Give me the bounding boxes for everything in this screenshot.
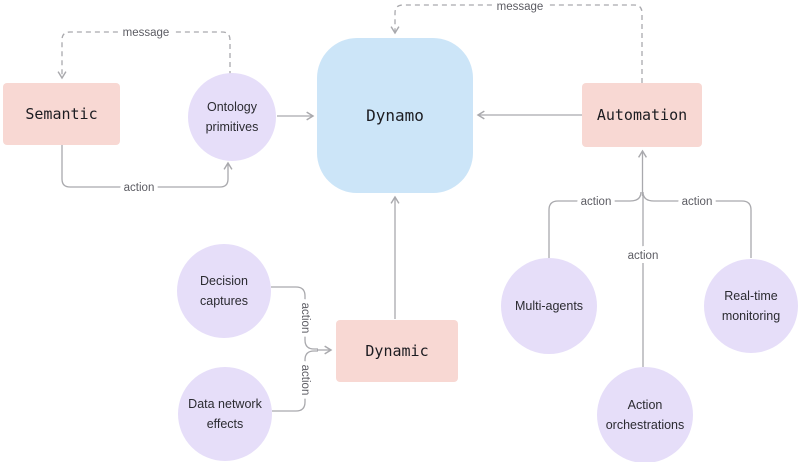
- node-decision-captures: Decision captures: [177, 244, 271, 338]
- node-semantic: Semantic: [3, 83, 120, 145]
- edge-label-action-semantic: action: [124, 182, 155, 194]
- edge-multi-agents-branch: [548, 191, 642, 258]
- edge-action-semantic-to-ontology: [61, 145, 233, 188]
- edge-label-message-left: message: [123, 27, 170, 39]
- node-dynamo: Dynamo: [317, 38, 473, 193]
- edge-message-automation-to-dynamo: [390, 4, 643, 83]
- edge-label-action-orchestrations: action: [628, 250, 659, 262]
- node-data-network-effects: Data network effects: [178, 367, 272, 461]
- edge-label-action-decision: action: [299, 303, 311, 334]
- node-dynamic: Dynamic: [336, 320, 458, 382]
- edge-data-network-to-dynamic: [272, 350, 318, 412]
- edge-label-action-multi-agents: action: [581, 196, 612, 208]
- node-ontology-primitives: Ontology primitives: [188, 73, 276, 161]
- node-multi-agents: Multi-agents: [501, 258, 597, 354]
- edge-label-action-real-time: action: [682, 196, 713, 208]
- node-action-orchestrations: Action orchestrations: [597, 367, 693, 462]
- edge-label-action-data-network: action: [299, 365, 311, 396]
- edge-decision-to-dynamic: [271, 286, 318, 350]
- edge-message-ontology-to-semantic: [57, 31, 231, 80]
- node-real-time-monitoring: Real-time monitoring: [704, 259, 798, 353]
- edge-label-message-right: message: [497, 1, 544, 13]
- node-automation: Automation: [582, 83, 702, 147]
- edge-real-time-branch: [642, 191, 752, 258]
